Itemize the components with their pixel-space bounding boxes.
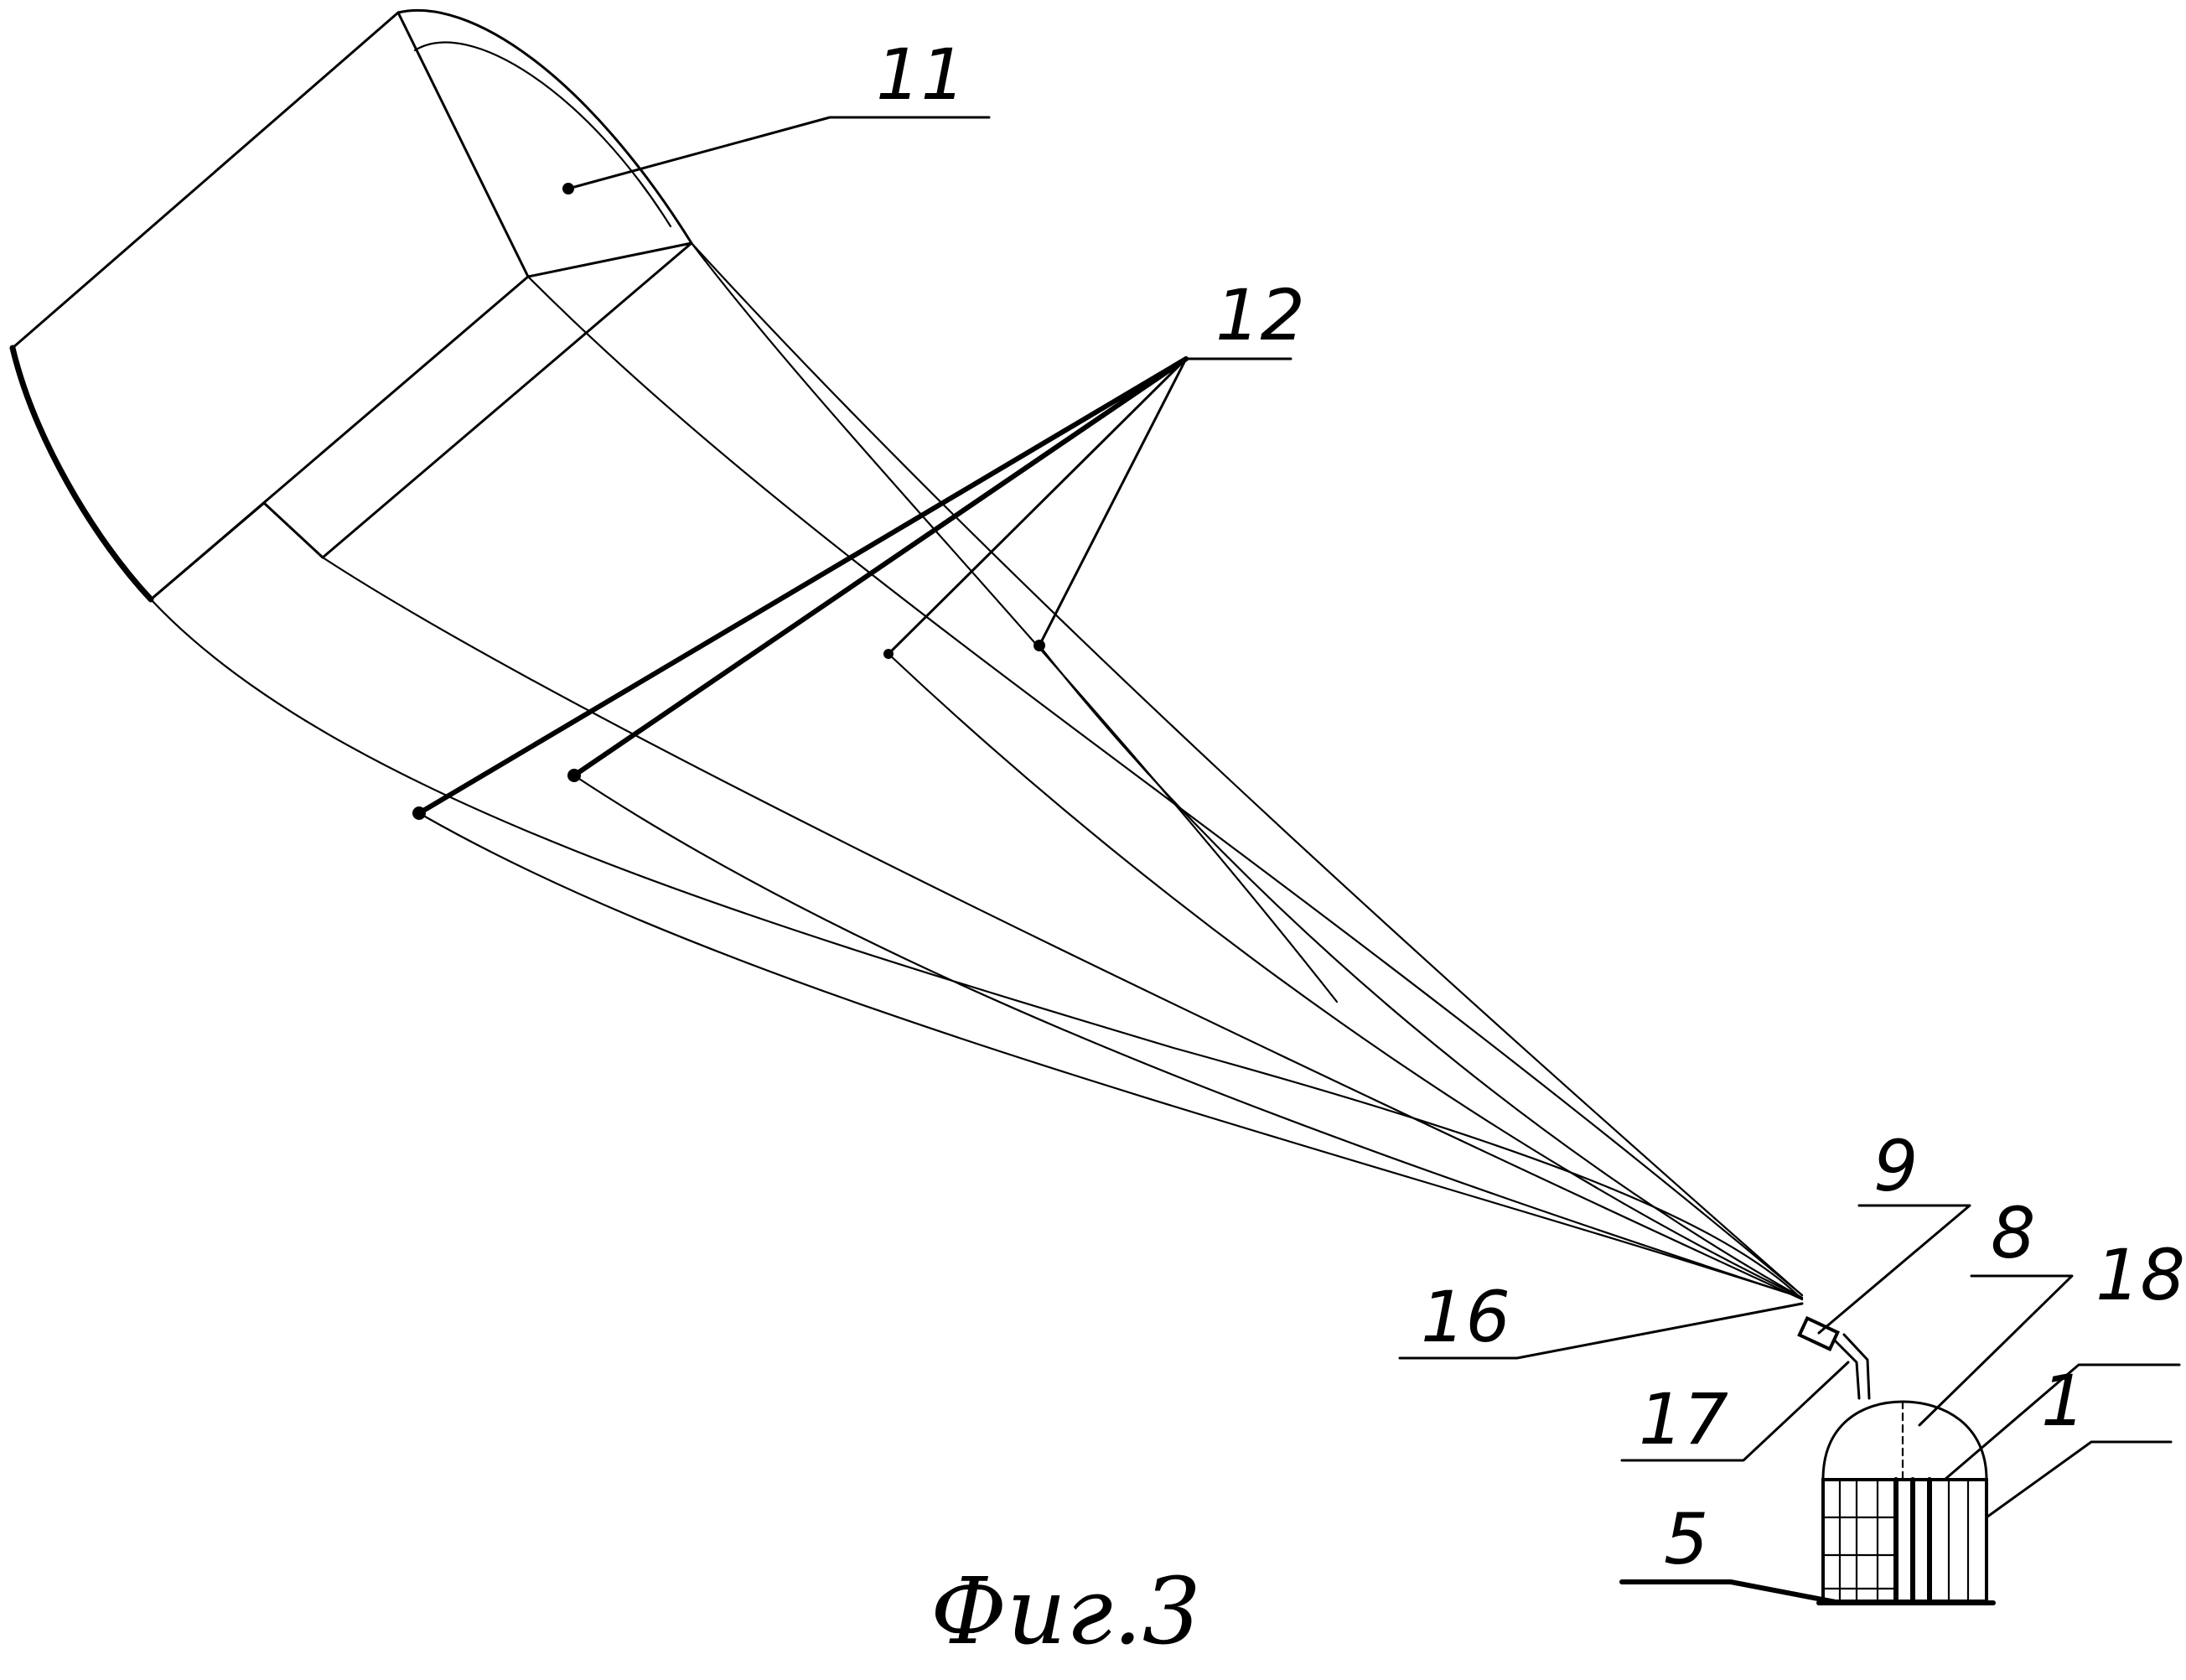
stem-17 — [1832, 1333, 1871, 1400]
leader-9 — [1817, 1204, 1971, 1335]
wing-outer-line — [690, 241, 1804, 1297]
bridle-point-d — [1033, 640, 1045, 651]
leader-17 — [1620, 1361, 1850, 1462]
wing-trailing-curve-4 — [149, 598, 1804, 1301]
bridle-point-b — [567, 769, 581, 782]
wing-step-panel-1 — [149, 241, 693, 601]
label-1: 1 — [2041, 1360, 2085, 1442]
wing-trailing-curve-2 — [526, 275, 1804, 1297]
tether-line-1 — [1038, 644, 1804, 1299]
wing-trailing-curve-1 — [690, 241, 1339, 1003]
bridle-point-a — [412, 806, 426, 820]
label-16: 16 — [1421, 1276, 1510, 1358]
kite-wing — [9, 8, 1804, 1301]
bridle-line-d — [1038, 357, 1188, 647]
leader-16 — [1398, 1302, 1804, 1360]
wing-trailing-curve-3 — [321, 556, 1804, 1301]
leader-lines — [567, 116, 2181, 1605]
leader-1 — [1985, 1440, 2173, 1519]
labels: 11 12 9 8 18 16 17 1 5 — [876, 34, 2185, 1580]
label-11: 11 — [876, 34, 966, 116]
label-17: 17 — [1639, 1378, 1728, 1460]
tether-line-4 — [417, 811, 1804, 1299]
bridle-line-a — [417, 356, 1189, 816]
label-12: 12 — [1215, 274, 1305, 356]
dome-8 — [1821, 1400, 1988, 1481]
label-9: 9 — [1873, 1125, 1918, 1207]
tether-line-2 — [887, 652, 1804, 1299]
label-18: 18 — [2095, 1234, 2185, 1316]
label-8: 8 — [1991, 1192, 2035, 1274]
bridle-point-c — [883, 649, 894, 659]
leader-8 — [1918, 1274, 2074, 1427]
wing-leading-edge — [9, 345, 154, 603]
tether-lines — [417, 644, 1804, 1299]
wing-top-inner-outline — [413, 41, 672, 228]
ground-unit — [1797, 1315, 1996, 1605]
bridle-line-c — [887, 357, 1188, 656]
wing-top-outline — [396, 8, 693, 245]
label-5: 5 — [1664, 1498, 1708, 1580]
tether-line-3 — [572, 774, 1804, 1299]
bridle-lines — [412, 356, 1189, 820]
body-strips-18 — [1821, 1477, 1970, 1604]
bridle-line-b — [572, 356, 1189, 778]
wing-front-outline — [11, 11, 530, 601]
body-1 — [1821, 1478, 1988, 1603]
leader-5 — [1619, 1579, 1842, 1605]
figure-caption: Фиг.3 — [930, 1558, 1201, 1665]
leader-11 — [567, 116, 991, 190]
leader-18 — [1943, 1363, 2181, 1481]
